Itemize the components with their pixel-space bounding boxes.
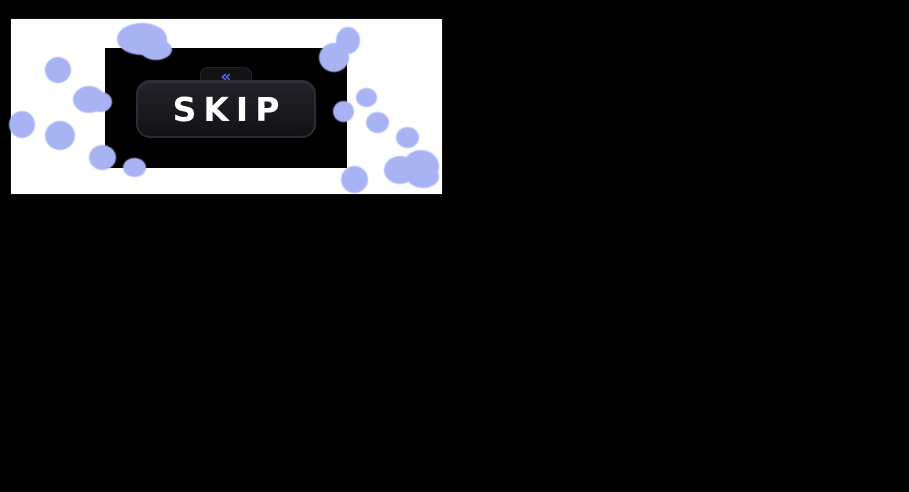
skip-button[interactable]: SKIP (136, 80, 316, 138)
paint-blob (407, 166, 439, 188)
paint-blob (140, 39, 172, 60)
paint-blob (341, 166, 368, 193)
paint-blob (333, 101, 354, 122)
paint-blob (89, 145, 116, 170)
paint-blob (356, 88, 377, 107)
paint-blob (45, 57, 71, 83)
paint-blob (366, 112, 389, 133)
game-stage: « SKIP (105, 48, 347, 168)
paint-blob (45, 121, 75, 150)
paint-blob (9, 111, 35, 138)
paint-blob (123, 158, 146, 177)
double-chevron-left-icon: « (220, 67, 232, 87)
paint-blob (319, 43, 349, 72)
paint-blob (90, 92, 112, 112)
paint-blob (396, 127, 419, 148)
ad-panel: « SKIP (9, 19, 442, 194)
